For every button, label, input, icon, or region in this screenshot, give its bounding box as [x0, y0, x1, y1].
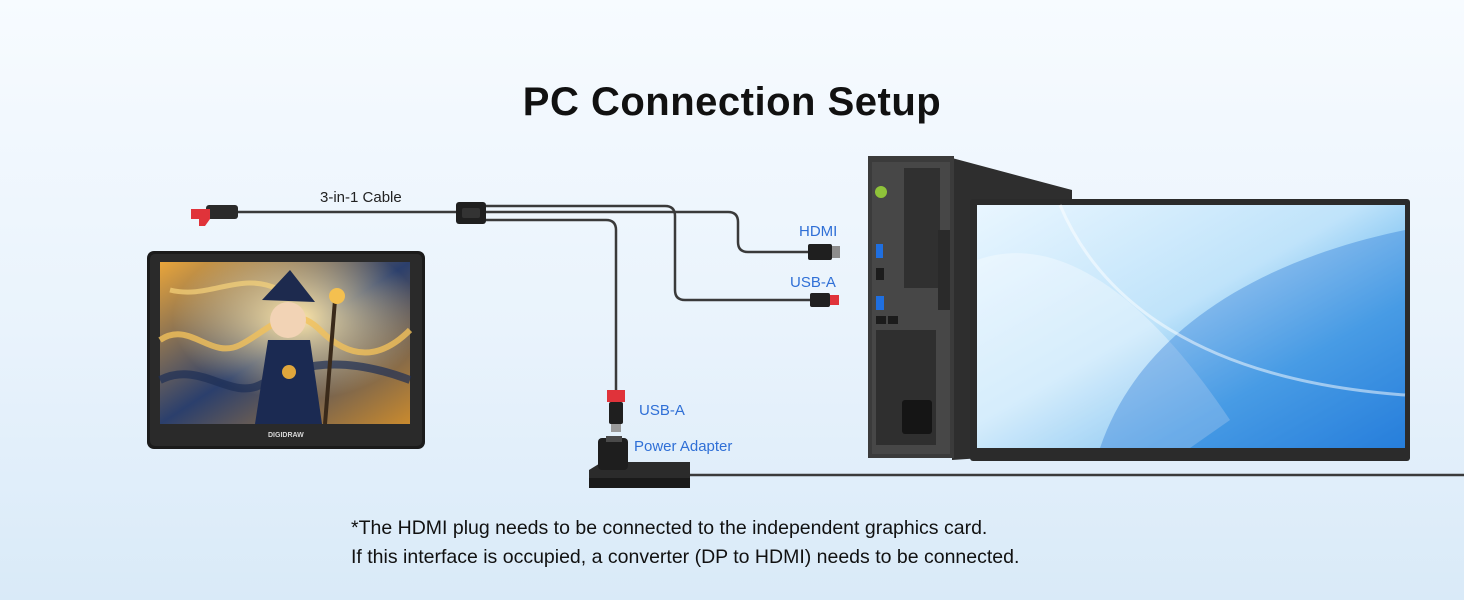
hdmi-plug	[808, 244, 840, 260]
power-usb-cable	[486, 218, 618, 390]
cable-splitter	[456, 202, 486, 224]
usb-port-blue	[876, 296, 884, 310]
monitor-screen	[977, 205, 1405, 448]
hdmi-cable	[486, 210, 808, 254]
usb-a-plug-power	[607, 390, 625, 432]
power-socket	[902, 400, 932, 434]
monitor	[970, 199, 1410, 461]
footnote: *The HDMI plug needs to be connected to …	[351, 514, 1019, 572]
cables	[238, 204, 1464, 477]
pen-display-tablet: DIGIDRAW	[147, 251, 425, 449]
usb-a-pc-cable	[486, 204, 810, 302]
tablet-connector-plug	[191, 205, 238, 226]
hdmi-label: HDMI	[799, 223, 838, 240]
tablet-brand-logo: DIGIDRAW	[268, 432, 304, 439]
footnote-line-2: If this interface is occupied, a convert…	[351, 546, 1020, 568]
footnote-line-1: *The HDMI plug needs to be connected to …	[351, 517, 988, 539]
vga-port	[876, 244, 883, 258]
usb-a-power-label: USB-A	[639, 402, 685, 419]
page-title: PC Connection Setup	[522, 80, 942, 124]
power-adapter-label: Power Adapter	[634, 438, 733, 455]
power-adapter	[589, 436, 690, 488]
usb-a-pc-label: USB-A	[790, 274, 836, 291]
usb-a-plug-pc	[810, 293, 839, 307]
audio-jack	[875, 186, 887, 198]
cable-label: 3-in-1 Cable	[320, 189, 402, 206]
